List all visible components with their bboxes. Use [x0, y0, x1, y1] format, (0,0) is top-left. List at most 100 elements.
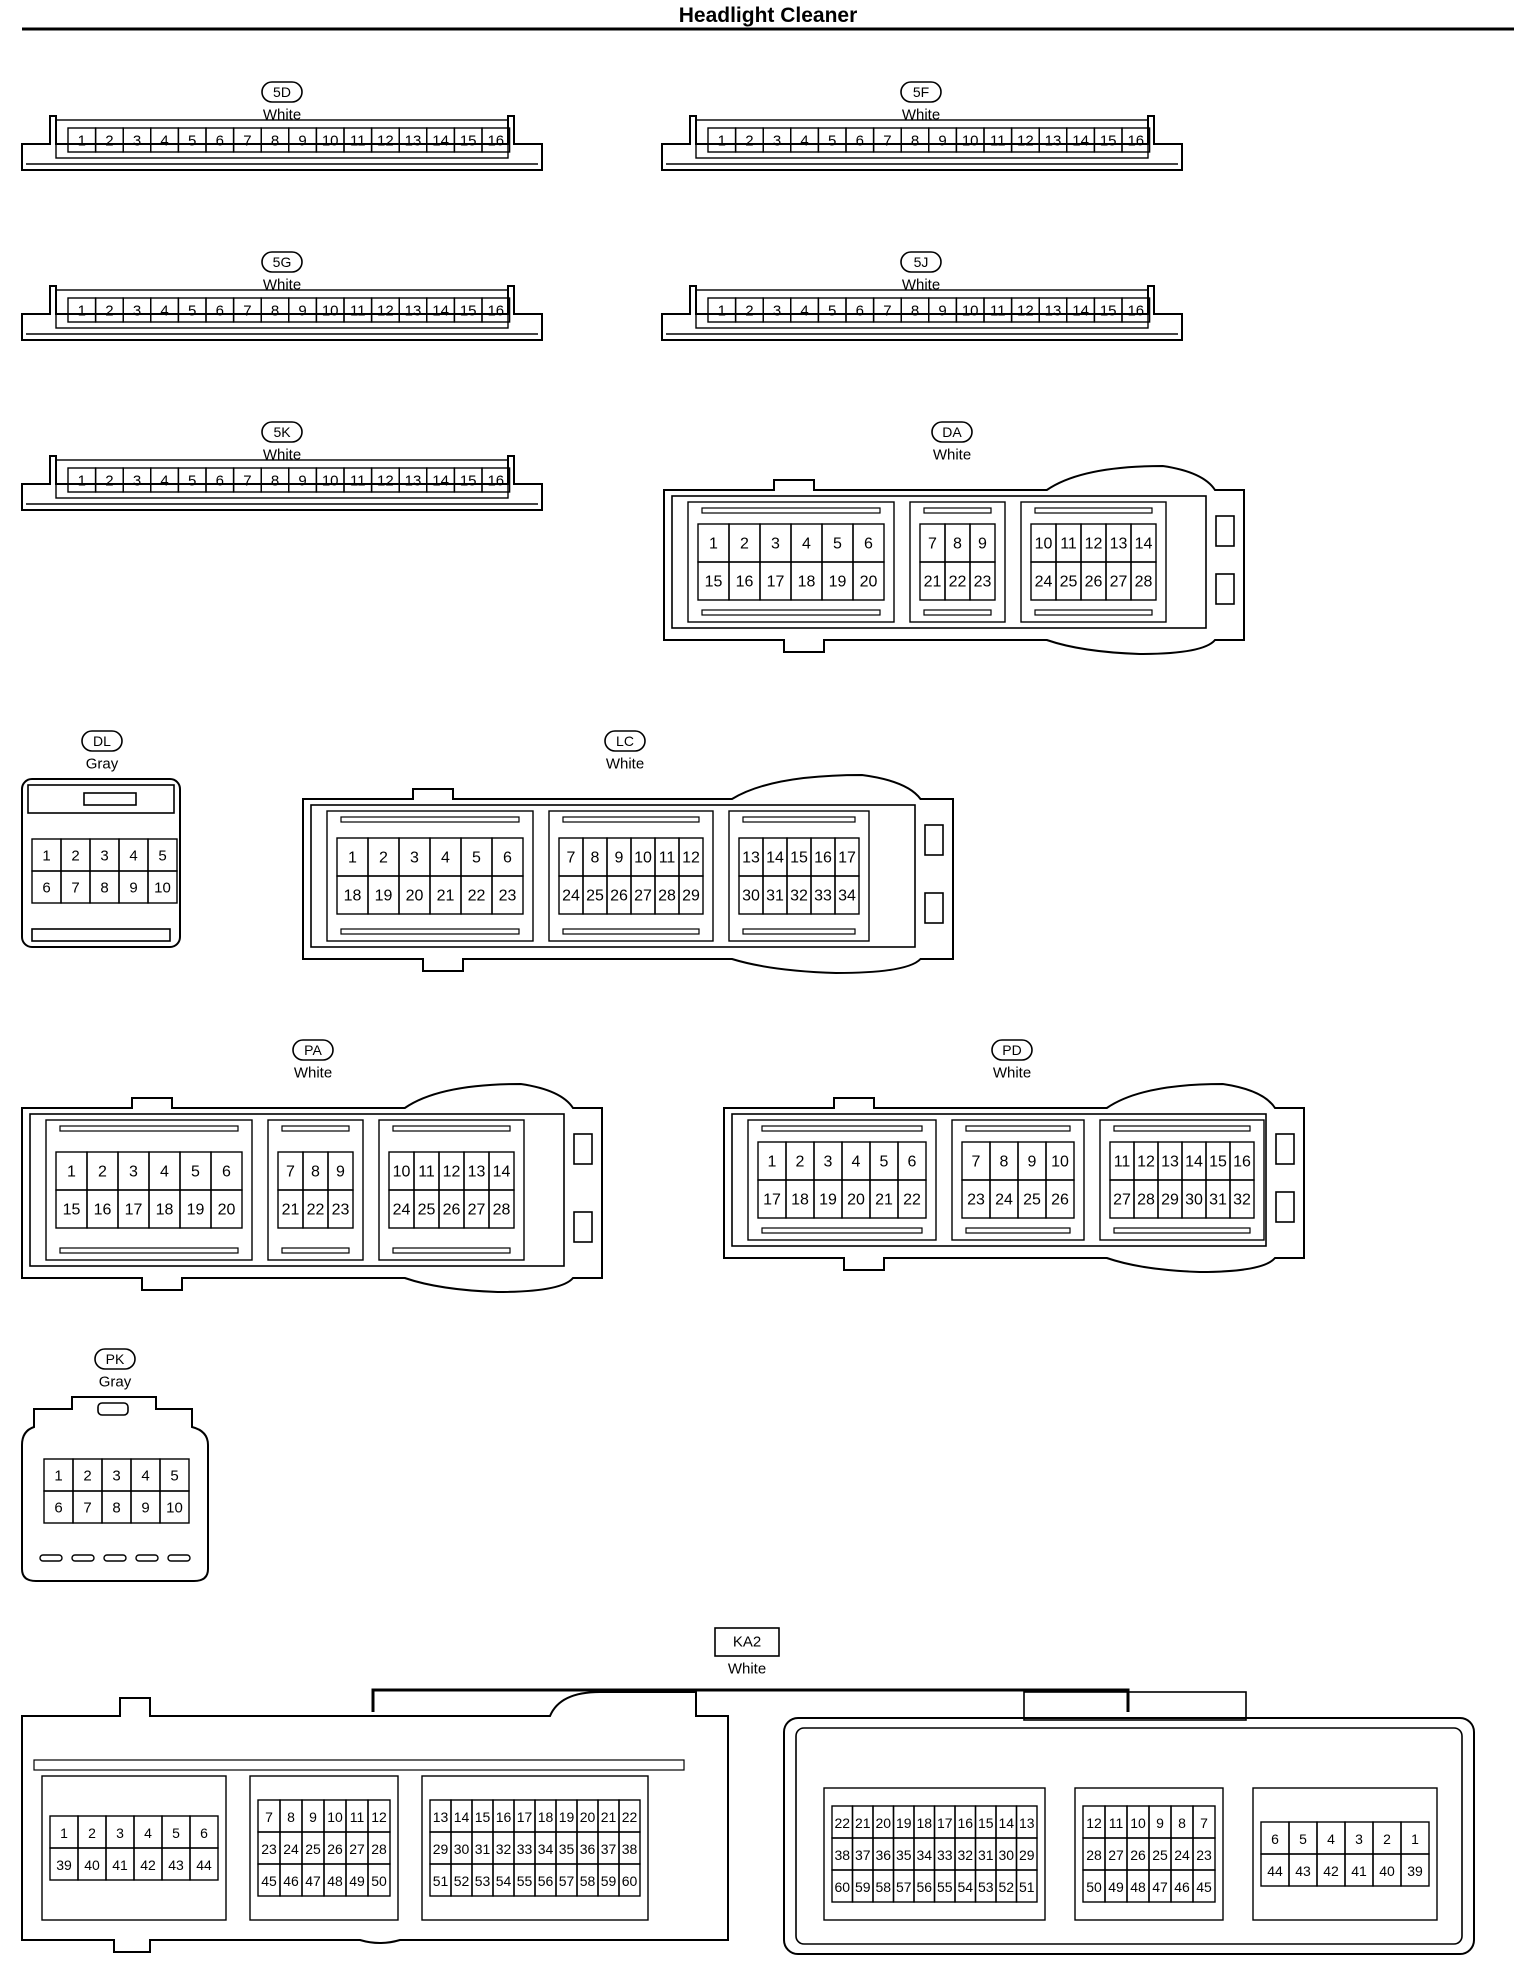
block-frame: [378, 1119, 525, 1261]
connector-color-label: Gray: [86, 756, 119, 773]
pin-number: 2: [379, 850, 388, 867]
pin-number: 19: [187, 1202, 205, 1219]
pin-number: 53: [475, 1873, 491, 1889]
pin-number: 37: [601, 1841, 617, 1857]
pin-number: 29: [433, 1841, 449, 1857]
latch: [83, 792, 137, 806]
pin-number: 16: [1233, 1154, 1251, 1171]
pin-number: 32: [957, 1847, 973, 1863]
latch: [97, 1402, 129, 1416]
pin-number: 25: [1152, 1847, 1168, 1863]
pin-number: 1: [78, 303, 86, 320]
pin-number: 20: [860, 574, 878, 591]
pin-number: 2: [1383, 1831, 1391, 1847]
connector-code-badge: [261, 251, 303, 273]
guide-rail: [281, 1247, 350, 1254]
pin-number: 13: [468, 1164, 486, 1181]
pin-number: 17: [517, 1809, 533, 1825]
block-frame: [747, 1119, 937, 1241]
pin-number: 26: [327, 1841, 343, 1857]
pin-number: 13: [1045, 303, 1062, 320]
pin-cell: [1192, 1869, 1216, 1903]
pin-number: 24: [1035, 574, 1053, 591]
pin-cell: [1121, 297, 1151, 323]
pin-number: 14: [432, 133, 449, 150]
pin-number: 9: [309, 1809, 317, 1825]
pin-number: 43: [168, 1857, 184, 1873]
pin-number: 6: [222, 1164, 231, 1181]
pin-number: 14: [766, 850, 784, 867]
pin-number: 53: [978, 1879, 994, 1895]
pin-number: 22: [622, 1809, 638, 1825]
pin-number: 5: [172, 1825, 180, 1841]
pin-number: 23: [967, 1192, 985, 1209]
pin-number: 7: [286, 1164, 295, 1181]
block-frame: [951, 1119, 1085, 1241]
connector-color-label: White: [606, 756, 644, 773]
pin-number: 41: [112, 1857, 128, 1873]
terminal-slot: [167, 1554, 191, 1562]
pin-frame: [695, 119, 1149, 159]
pin-frame: [55, 289, 509, 329]
pin-number: 22: [307, 1202, 325, 1219]
guide-rail: [340, 928, 520, 935]
block-frame: [823, 1787, 1046, 1921]
pin-number: 4: [800, 133, 808, 150]
pin-number: 37: [855, 1847, 871, 1863]
block-frame: [267, 1119, 364, 1261]
pin-cell: [147, 870, 178, 904]
pin-number: 5: [472, 850, 481, 867]
pin-number: 23: [1196, 1847, 1212, 1863]
housing-outline: [21, 1082, 603, 1294]
pin-number: 16: [1127, 303, 1144, 320]
pin-number: 1: [768, 1154, 777, 1171]
connector-color-label: White: [263, 107, 301, 124]
pin-number: 22: [949, 574, 967, 591]
pin-number: 6: [42, 880, 50, 897]
housing-outline: [21, 778, 181, 948]
pin-number: 8: [271, 473, 279, 490]
pin-number: 8: [1000, 1154, 1009, 1171]
pin-number: 24: [562, 888, 580, 905]
pin-number: 1: [709, 536, 718, 553]
guide-rail: [1034, 609, 1153, 616]
guide-rail: [965, 1227, 1071, 1234]
pin-number: 14: [1072, 303, 1089, 320]
pin-number: 1: [718, 133, 726, 150]
pin-number: 27: [634, 888, 652, 905]
terminal-slot: [135, 1554, 159, 1562]
pin-number: 21: [437, 888, 455, 905]
pin-number: 8: [271, 303, 279, 320]
housing-outline: [663, 464, 1245, 656]
pin-number: 2: [745, 303, 753, 320]
guide-rail: [761, 1125, 923, 1132]
latch-slot: [1275, 1133, 1295, 1165]
block-frame: [249, 1775, 399, 1921]
connector-color-label: Gray: [99, 1374, 132, 1391]
guide-rail: [742, 816, 856, 823]
pin-number: 5: [188, 133, 196, 150]
pin-number: 32: [1233, 1192, 1251, 1209]
pin-number: 2: [105, 133, 113, 150]
pin-number: 58: [580, 1873, 596, 1889]
pin-number: 20: [580, 1809, 596, 1825]
housing-inner: [310, 804, 916, 948]
connector-code-badge: [931, 421, 973, 443]
latch-slot: [1275, 1191, 1295, 1223]
pin-number: 34: [538, 1841, 554, 1857]
connector-code-badge: [261, 421, 303, 443]
pin-number: 5: [191, 1164, 200, 1181]
pin-number: 17: [763, 1192, 781, 1209]
guide-rail: [392, 1125, 511, 1132]
pin-number: 12: [1086, 1815, 1102, 1831]
pin-number: 8: [591, 850, 600, 867]
pin-cell: [210, 1189, 243, 1229]
pin-number: 2: [745, 133, 753, 150]
ka2-left-housing: [21, 1691, 729, 1953]
pin-number: 3: [133, 473, 141, 490]
connector-code: DL: [93, 733, 111, 749]
pin-number: 3: [773, 133, 781, 150]
pin-cell: [367, 1863, 391, 1897]
